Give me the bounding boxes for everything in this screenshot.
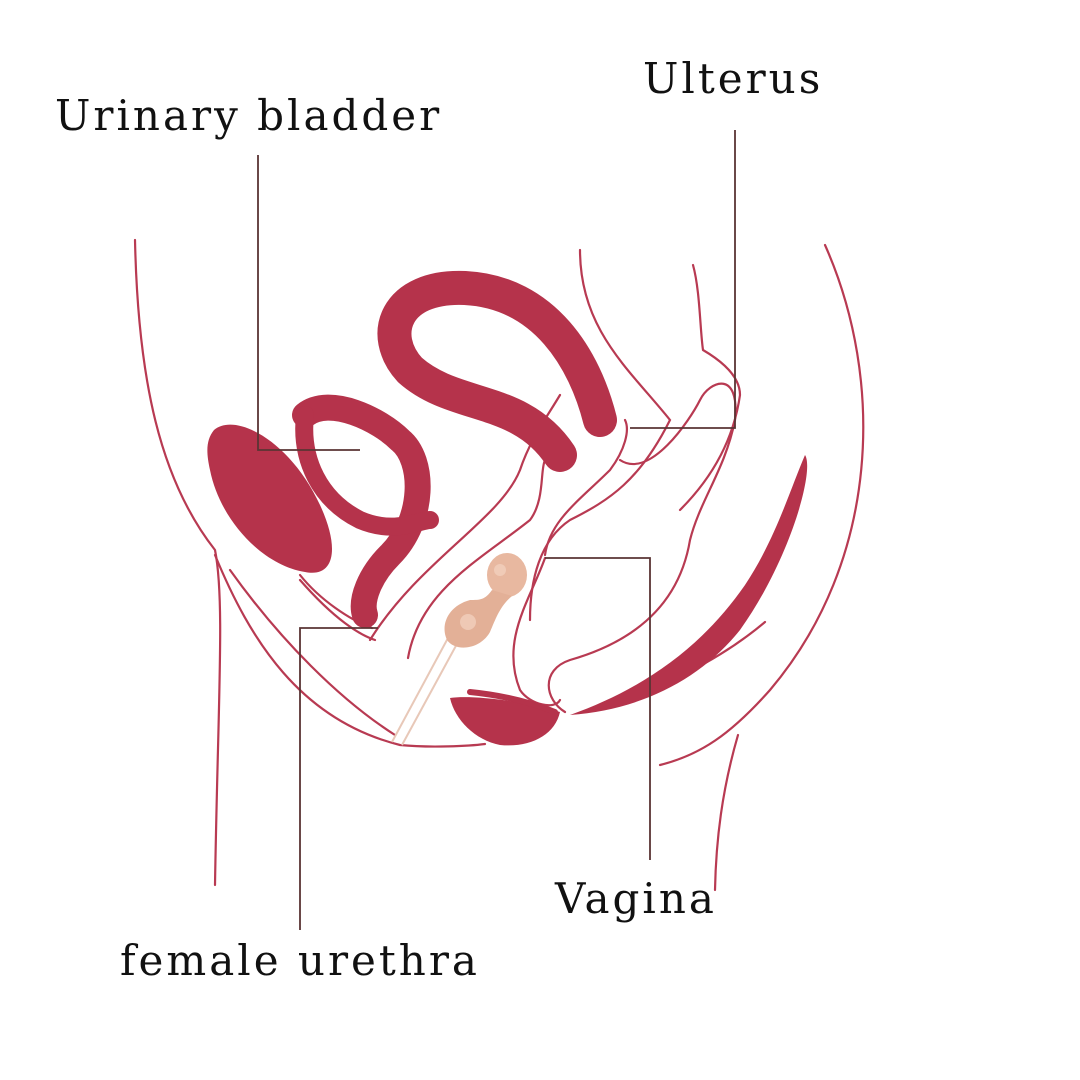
body-outline-left <box>133 238 222 887</box>
label-urinary-bladder: Urinary bladder <box>55 91 443 140</box>
label-uterus: Ulterus <box>643 54 824 103</box>
device-icon <box>391 553 527 746</box>
rectum-wall-mid <box>547 382 737 714</box>
perineal-strip <box>467 689 558 715</box>
perineum-outline <box>213 553 487 748</box>
pelvic-floor-line <box>228 568 397 737</box>
sacrum-line <box>678 263 742 512</box>
urinary-bladder-shape <box>207 424 332 573</box>
leader-urethra <box>299 627 378 930</box>
label-female-urethra: female urethra <box>120 936 480 985</box>
label-vagina: Vagina <box>555 874 717 923</box>
cervix-outline <box>543 418 628 557</box>
rectum-wall-inner <box>528 248 672 622</box>
thigh-outline-right <box>713 733 740 892</box>
bladder-wall-shape <box>292 394 431 628</box>
leader-urinary-bladder <box>257 155 360 451</box>
leader-vagina <box>545 557 651 860</box>
body-outline-right <box>658 243 865 767</box>
leader-uterus <box>630 130 736 429</box>
uterus-shape <box>377 270 617 472</box>
perineal-body-shape <box>450 697 560 746</box>
vaginal-wall-front-2 <box>406 458 547 660</box>
rectum-shape <box>570 455 808 715</box>
